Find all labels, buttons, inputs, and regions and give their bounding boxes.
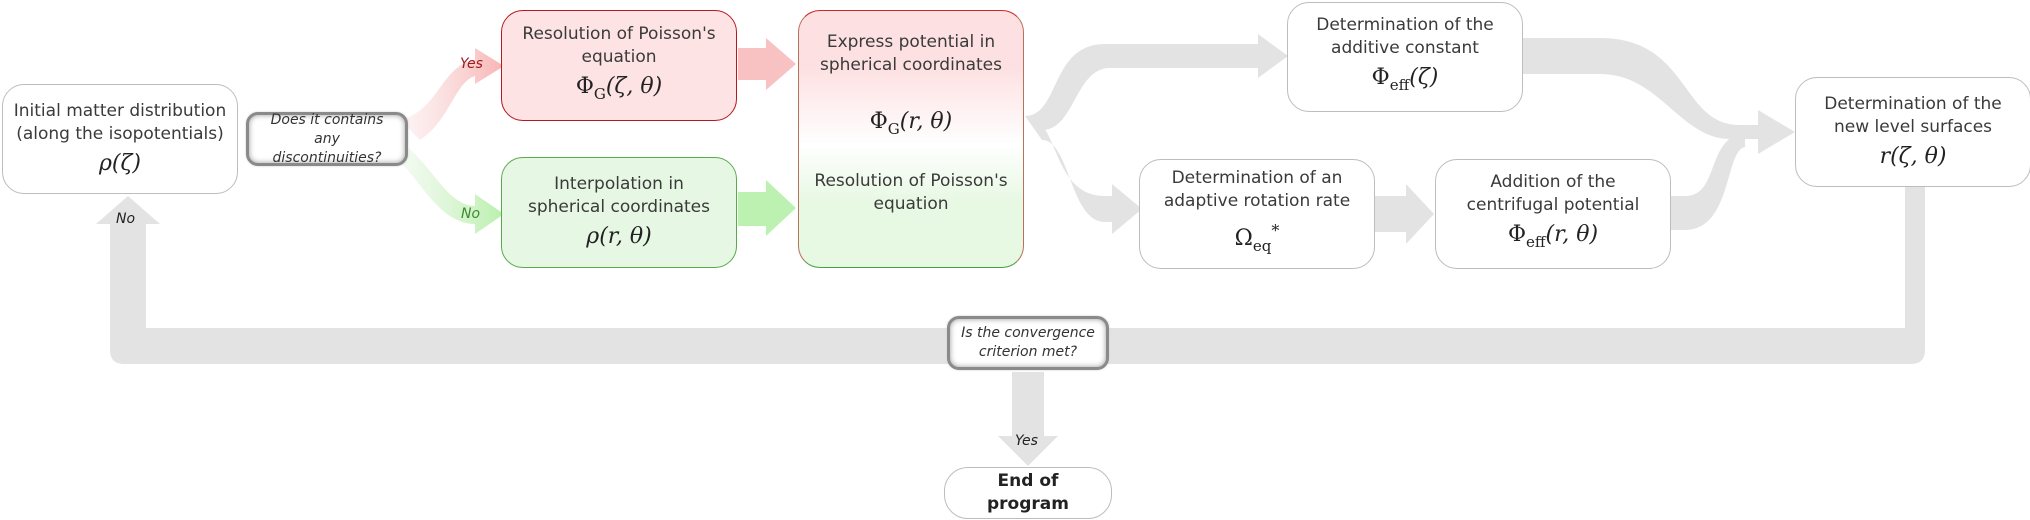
express-line4: equation bbox=[873, 194, 949, 214]
initial-line1: Initial matter distribution bbox=[13, 100, 227, 121]
arrow-centrifugal-to-level bbox=[1671, 132, 1745, 230]
poisson-zeta-line1: Resolution of Poisson's bbox=[522, 23, 716, 44]
arrow-to-additive bbox=[1025, 34, 1288, 130]
interpolation-box: Interpolation in spherical coordinates ρ… bbox=[501, 157, 737, 268]
convergence-decision: Is the convergence criterion met? bbox=[947, 316, 1109, 370]
initial-distribution-box: Initial matter distribution (along the i… bbox=[2, 84, 238, 194]
centrifugal-line2: centrifugal potential bbox=[1466, 195, 1640, 215]
interpolation-line2: spherical coordinates bbox=[527, 197, 710, 217]
express-potential-box: Express potential in spherical coordinat… bbox=[798, 10, 1024, 268]
poisson-zeta-line2: equation bbox=[581, 46, 657, 67]
interpolation-line1: Interpolation in bbox=[554, 174, 684, 194]
level-line1: Determination of the bbox=[1824, 93, 2002, 114]
arrow-rotation-to-centrifugal bbox=[1375, 184, 1434, 244]
centrifugal-line1: Addition of the bbox=[1490, 172, 1616, 192]
yes-label-top: Yes bbox=[460, 56, 483, 72]
centrifugal-potential-box: Addition of the centrifugal potential Φe… bbox=[1435, 159, 1671, 269]
poisson-zeta-math: ΦG(ζ, θ) bbox=[575, 73, 663, 103]
express-line2: spherical coordinates bbox=[819, 55, 1002, 75]
arrow-no bbox=[400, 142, 504, 234]
poisson-zeta-box: Resolution of Poisson's equation ΦG(ζ, θ… bbox=[501, 10, 737, 121]
initial-math: ρ(ζ) bbox=[98, 150, 142, 176]
discontinuity-line2: discontinuities? bbox=[272, 149, 382, 166]
level-surfaces-box: Determination of the new level surfaces … bbox=[1795, 77, 2030, 187]
rotation-math: Ωeq* bbox=[1234, 221, 1280, 255]
end-of-program-box: End of program bbox=[944, 467, 1112, 519]
arrow-interp-to-express bbox=[738, 180, 796, 236]
express-math: ΦG(r, θ) bbox=[869, 109, 953, 138]
arrow-to-end bbox=[998, 372, 1058, 466]
yes-label-bottom: Yes bbox=[1015, 433, 1038, 449]
convergence-line1: Is the convergence bbox=[961, 325, 1095, 341]
rotation-line1: Determination of an bbox=[1171, 168, 1343, 188]
convergence-line2: criterion met? bbox=[978, 344, 1078, 360]
end-label: End of program bbox=[987, 471, 1069, 514]
discontinuity-line1: Does it contains any bbox=[270, 111, 384, 147]
additive-line2: additive constant bbox=[1331, 38, 1479, 58]
express-line1: Express potential in bbox=[826, 32, 996, 52]
no-label-left: No bbox=[116, 211, 136, 227]
arrow-to-rotation bbox=[1025, 116, 1142, 234]
additive-line1: Determination of the bbox=[1316, 15, 1494, 35]
arrow-yes bbox=[400, 48, 504, 140]
no-label-mid: No bbox=[461, 206, 481, 222]
level-line2: new level surfaces bbox=[1833, 116, 1993, 137]
rotation-line2: adaptive rotation rate bbox=[1163, 191, 1351, 211]
express-line3: Resolution of Poisson's bbox=[814, 171, 1008, 191]
centrifugal-math: Φeff(r, θ) bbox=[1507, 222, 1599, 251]
additive-math: Φeff(ζ) bbox=[1371, 65, 1439, 94]
discontinuity-decision: Does it contains any discontinuities? bbox=[246, 112, 408, 166]
initial-line2: (along the isopotentials) bbox=[16, 123, 224, 144]
additive-constant-box: Determination of the additive constant Φ… bbox=[1287, 2, 1523, 112]
rotation-rate-box: Determination of an adaptive rotation ra… bbox=[1139, 159, 1375, 269]
level-math: r(ζ, θ) bbox=[1879, 143, 1947, 169]
arrow-poisson-to-express bbox=[738, 38, 796, 90]
interpolation-math: ρ(r, θ) bbox=[586, 224, 652, 249]
arrow-additive-to-level bbox=[1523, 38, 1795, 154]
